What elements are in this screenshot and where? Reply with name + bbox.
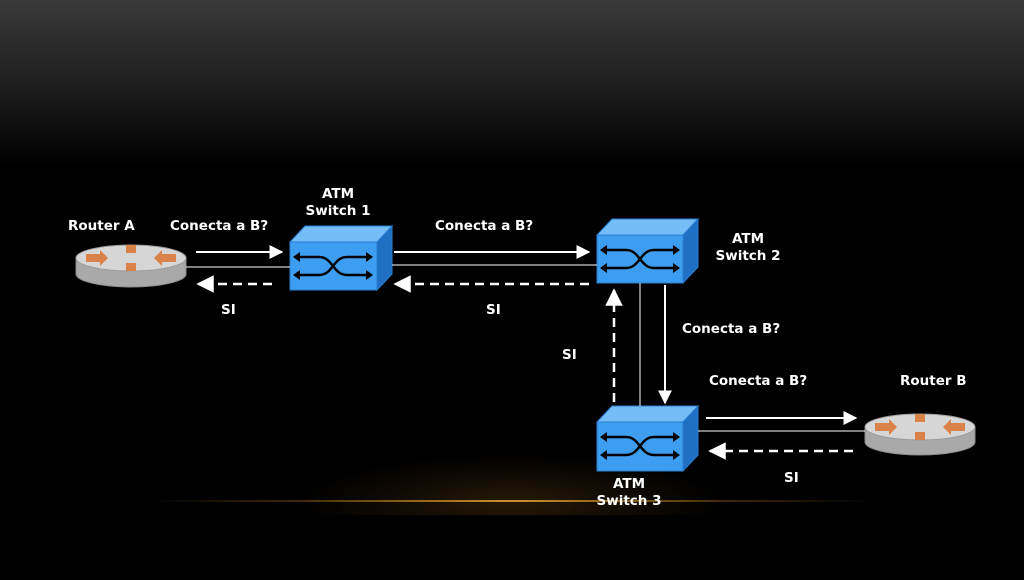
- atm-switch-3: [595, 404, 700, 473]
- switch-3-label-line2: Switch 3: [596, 493, 662, 509]
- switch-3-label-line1: ATM: [612, 476, 646, 492]
- switch-2-label-line2: Switch 2: [715, 248, 781, 264]
- reply-label-4: SI: [784, 470, 799, 486]
- reply-label-2: SI: [486, 302, 501, 318]
- accent-divider: [150, 500, 874, 502]
- router-b: [864, 413, 976, 456]
- atm-switch-1: [288, 224, 394, 292]
- request-label-1: Conecta a B?: [170, 218, 269, 234]
- request-label-2: Conecta a B?: [435, 218, 534, 234]
- atm-switch-2: [595, 217, 700, 285]
- router-b-icon: [875, 414, 965, 440]
- reply-label-3: SI: [562, 347, 577, 363]
- switch-1-label-line1: ATM: [321, 186, 355, 202]
- reply-label-1: SI: [221, 302, 236, 318]
- router-a: [75, 244, 187, 288]
- router-a-label: Router A: [68, 218, 135, 234]
- switch-3-label: ATM Switch 3: [590, 476, 668, 510]
- switch-2-label: ATM Switch 2: [709, 231, 787, 265]
- router-a-icon: [86, 245, 176, 271]
- switch-1-label: ATM Switch 1: [300, 186, 376, 220]
- request-label-3: Conecta a B?: [682, 321, 781, 337]
- request-label-4: Conecta a B?: [709, 373, 808, 389]
- switch-2-label-line1: ATM: [731, 231, 765, 247]
- switch-1-label-line2: Switch 1: [305, 203, 371, 219]
- router-b-label: Router B: [900, 373, 967, 389]
